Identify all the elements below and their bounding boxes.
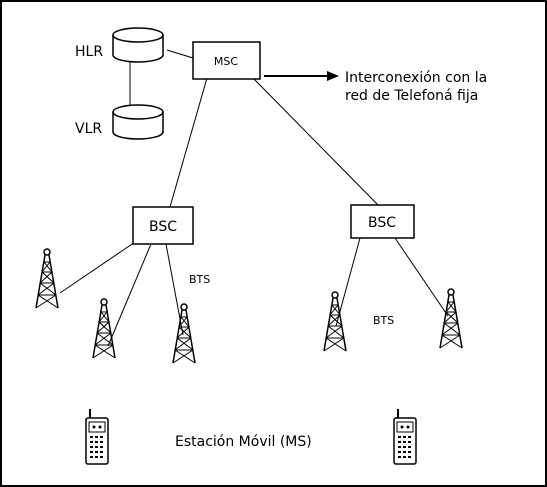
bts-left-label: BTS	[189, 273, 210, 286]
link-msc-bsc-right	[252, 77, 379, 206]
bsc-right-label: BSC	[368, 215, 396, 231]
msc-label: MSC	[214, 55, 238, 68]
bts-tower-icon	[439, 288, 463, 349]
bsc-left-box	[132, 206, 194, 245]
mobile-phone-icon	[85, 408, 109, 465]
mobile-station-label: Estación Móvil (MS)	[175, 434, 312, 450]
connections	[59, 49, 449, 347]
hlr-database-icon	[112, 27, 164, 63]
bsc-left-label: BSC	[149, 219, 177, 235]
msc-box	[192, 41, 261, 80]
vlr-label: VLR	[75, 121, 102, 137]
bts-tower-icon	[92, 298, 116, 359]
link-bsc-right-tower2	[394, 237, 449, 317]
interconnect-label-line2: red de Telefoná fija	[345, 88, 478, 104]
bts-tower-icon	[35, 248, 59, 309]
bts-right-label: BTS	[373, 314, 394, 327]
bsc-right-box	[350, 204, 415, 239]
link-bsc-left-tower2	[107, 243, 152, 347]
interconnect-label-line1: Interconexión con la	[345, 70, 487, 86]
link-hlr-msc	[166, 49, 194, 59]
link-msc-bsc-left	[169, 77, 208, 208]
hlr-label: HLR	[75, 44, 103, 60]
interconnect-arrow	[264, 71, 339, 81]
bts-tower-icon	[172, 303, 196, 364]
link-bsc-left-tower1	[59, 239, 139, 294]
mobile-phone-icon	[393, 408, 417, 465]
vlr-database-icon	[112, 104, 164, 140]
